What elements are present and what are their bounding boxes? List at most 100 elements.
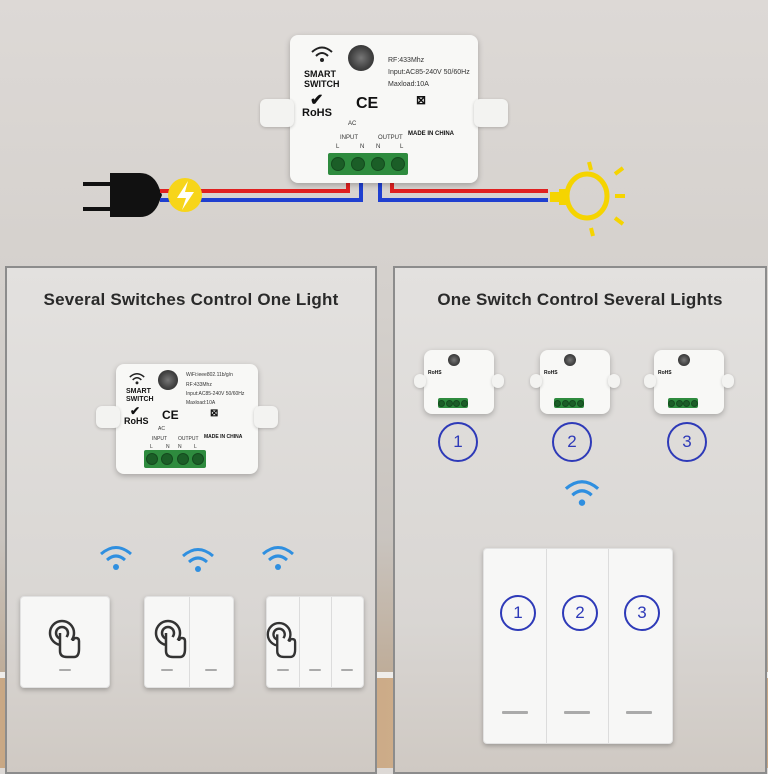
wiring-diagram	[83, 161, 625, 237]
rohs-mark: RoHS	[302, 107, 332, 119]
mount-tab-right	[722, 374, 734, 388]
mount-tab-right	[254, 406, 278, 428]
pair-button[interactable]	[158, 370, 178, 390]
terminal-label-1: L	[150, 444, 153, 450]
indicator-led	[309, 669, 321, 671]
hand-touch-icon	[154, 619, 187, 659]
left-panel: Several Switches Control One Light	[5, 266, 377, 774]
terminal-label-2: N	[360, 144, 365, 150]
left-panel-title: Several Switches Control One Light	[43, 290, 339, 309]
gang-divider	[546, 549, 547, 743]
wall-switch-2-gang[interactable]	[144, 596, 234, 688]
right-panel-title: One Switch Control Several Lights	[437, 290, 723, 309]
mount-tab-left	[260, 99, 294, 127]
top-smart-switch-module: SMART SWITCH ✔ RoHS CE RF:433Mhz Input:A…	[260, 35, 508, 183]
terminal-label-4: L	[194, 444, 197, 450]
lightning-icon	[168, 178, 202, 212]
small-module-3: RoHS	[644, 350, 734, 414]
bulb-icon	[550, 161, 625, 237]
wall-switch-1-gang[interactable]	[20, 596, 110, 688]
check-mark-icon: ✔	[130, 404, 141, 418]
switch-button-2[interactable]: 2	[562, 595, 598, 631]
terminal-block	[554, 398, 584, 408]
input-spec: Input:AC85-240V 50/60Hz	[388, 69, 470, 76]
rohs-mark: RoHS	[658, 370, 672, 376]
mount-tab-right	[608, 374, 620, 388]
input-label: INPUT	[152, 436, 167, 442]
mount-tab-left	[414, 374, 426, 388]
indicator-led	[59, 669, 71, 671]
switch-button-3[interactable]: 3	[624, 595, 660, 631]
plug-icon	[83, 173, 162, 217]
indicator-led	[502, 711, 528, 714]
pair-button[interactable]	[348, 45, 374, 71]
recycle-bin-icon: ⊠	[416, 93, 427, 107]
input-spec: Input:AC85-240V 50/60Hz	[186, 391, 245, 397]
module-number-3: 3	[667, 422, 707, 462]
wall-switch-3-gang[interactable]	[266, 596, 364, 688]
gang-divider	[189, 597, 190, 687]
indicator-led	[564, 711, 590, 714]
wifi-icon	[311, 46, 333, 62]
terminal-label-3: N	[376, 144, 381, 150]
switch-button-1[interactable]: 1	[500, 595, 536, 631]
wifi-icon	[564, 480, 600, 506]
module-number-1: 1	[438, 422, 478, 462]
terminal-block	[668, 398, 698, 408]
terminal-label-3: N	[178, 444, 182, 450]
hand-touch-icon	[266, 621, 297, 659]
wifi-icon	[182, 548, 214, 572]
check-mark-icon: ✔	[310, 92, 324, 109]
wall-switch-3-gang-large[interactable]: 1 2 3	[483, 548, 673, 744]
mount-tab-right	[474, 99, 508, 127]
ce-mark: CE	[162, 408, 179, 422]
input-label: INPUT	[340, 135, 358, 141]
pair-button[interactable]	[678, 354, 690, 366]
terminal-label-1: L	[336, 144, 340, 150]
switch-label: SWITCH	[126, 396, 154, 403]
rohs-mark: RoHS	[544, 370, 558, 376]
indicator-led	[205, 669, 217, 671]
baseboard	[0, 672, 768, 678]
switch-label: SWITCH	[304, 79, 340, 89]
gang-divider	[608, 549, 609, 743]
gang-divider	[299, 597, 300, 687]
mount-tab-left	[530, 374, 542, 388]
maxload-spec: Maxload:10A	[388, 81, 429, 88]
rohs-mark: RoHS	[124, 416, 149, 426]
wifi-icon	[262, 546, 294, 570]
rohs-mark: RoHS	[428, 370, 442, 376]
indicator-led	[626, 711, 652, 714]
ac-label: AC	[158, 426, 165, 432]
left-smart-switch-module: SMART SWITCH ✔ RoHS CE WiFi:ieee802.11b/…	[96, 364, 278, 474]
terminal-block	[438, 398, 468, 408]
maxload-spec: Maxload:10A	[186, 400, 216, 406]
indicator-led	[277, 669, 289, 671]
mount-tab-left	[96, 406, 120, 428]
module-number-2: 2	[552, 422, 592, 462]
terminal-label-4: L	[400, 144, 404, 150]
smart-label: SMART	[126, 388, 151, 395]
pair-button[interactable]	[564, 354, 576, 366]
wifi-icon	[100, 546, 132, 570]
recycle-bin-icon: ⊠	[210, 408, 219, 419]
mount-tab-left	[644, 374, 656, 388]
wifi-spec: WiFi:ieee802.11b/g/n	[186, 372, 233, 378]
small-module-2: RoHS	[530, 350, 620, 414]
rf-spec: RF:433Mhz	[388, 57, 425, 64]
output-label: OUTPUT	[378, 135, 403, 141]
made-in-label: MADE IN CHINA	[408, 131, 454, 137]
made-in-label: MADE IN CHINA	[204, 434, 243, 440]
rf-spec: RF:433Mhz	[186, 382, 212, 388]
indicator-led	[161, 669, 173, 671]
terminal-block	[144, 450, 206, 468]
output-label: OUTPUT	[178, 436, 199, 442]
gang-divider	[331, 597, 332, 687]
smart-label: SMART	[304, 69, 336, 79]
ce-mark: CE	[356, 95, 379, 112]
wifi-icon	[129, 373, 145, 385]
indicator-led	[341, 669, 353, 671]
ac-label: AC	[348, 121, 357, 127]
pair-button[interactable]	[448, 354, 460, 366]
terminal-label-2: N	[166, 444, 170, 450]
